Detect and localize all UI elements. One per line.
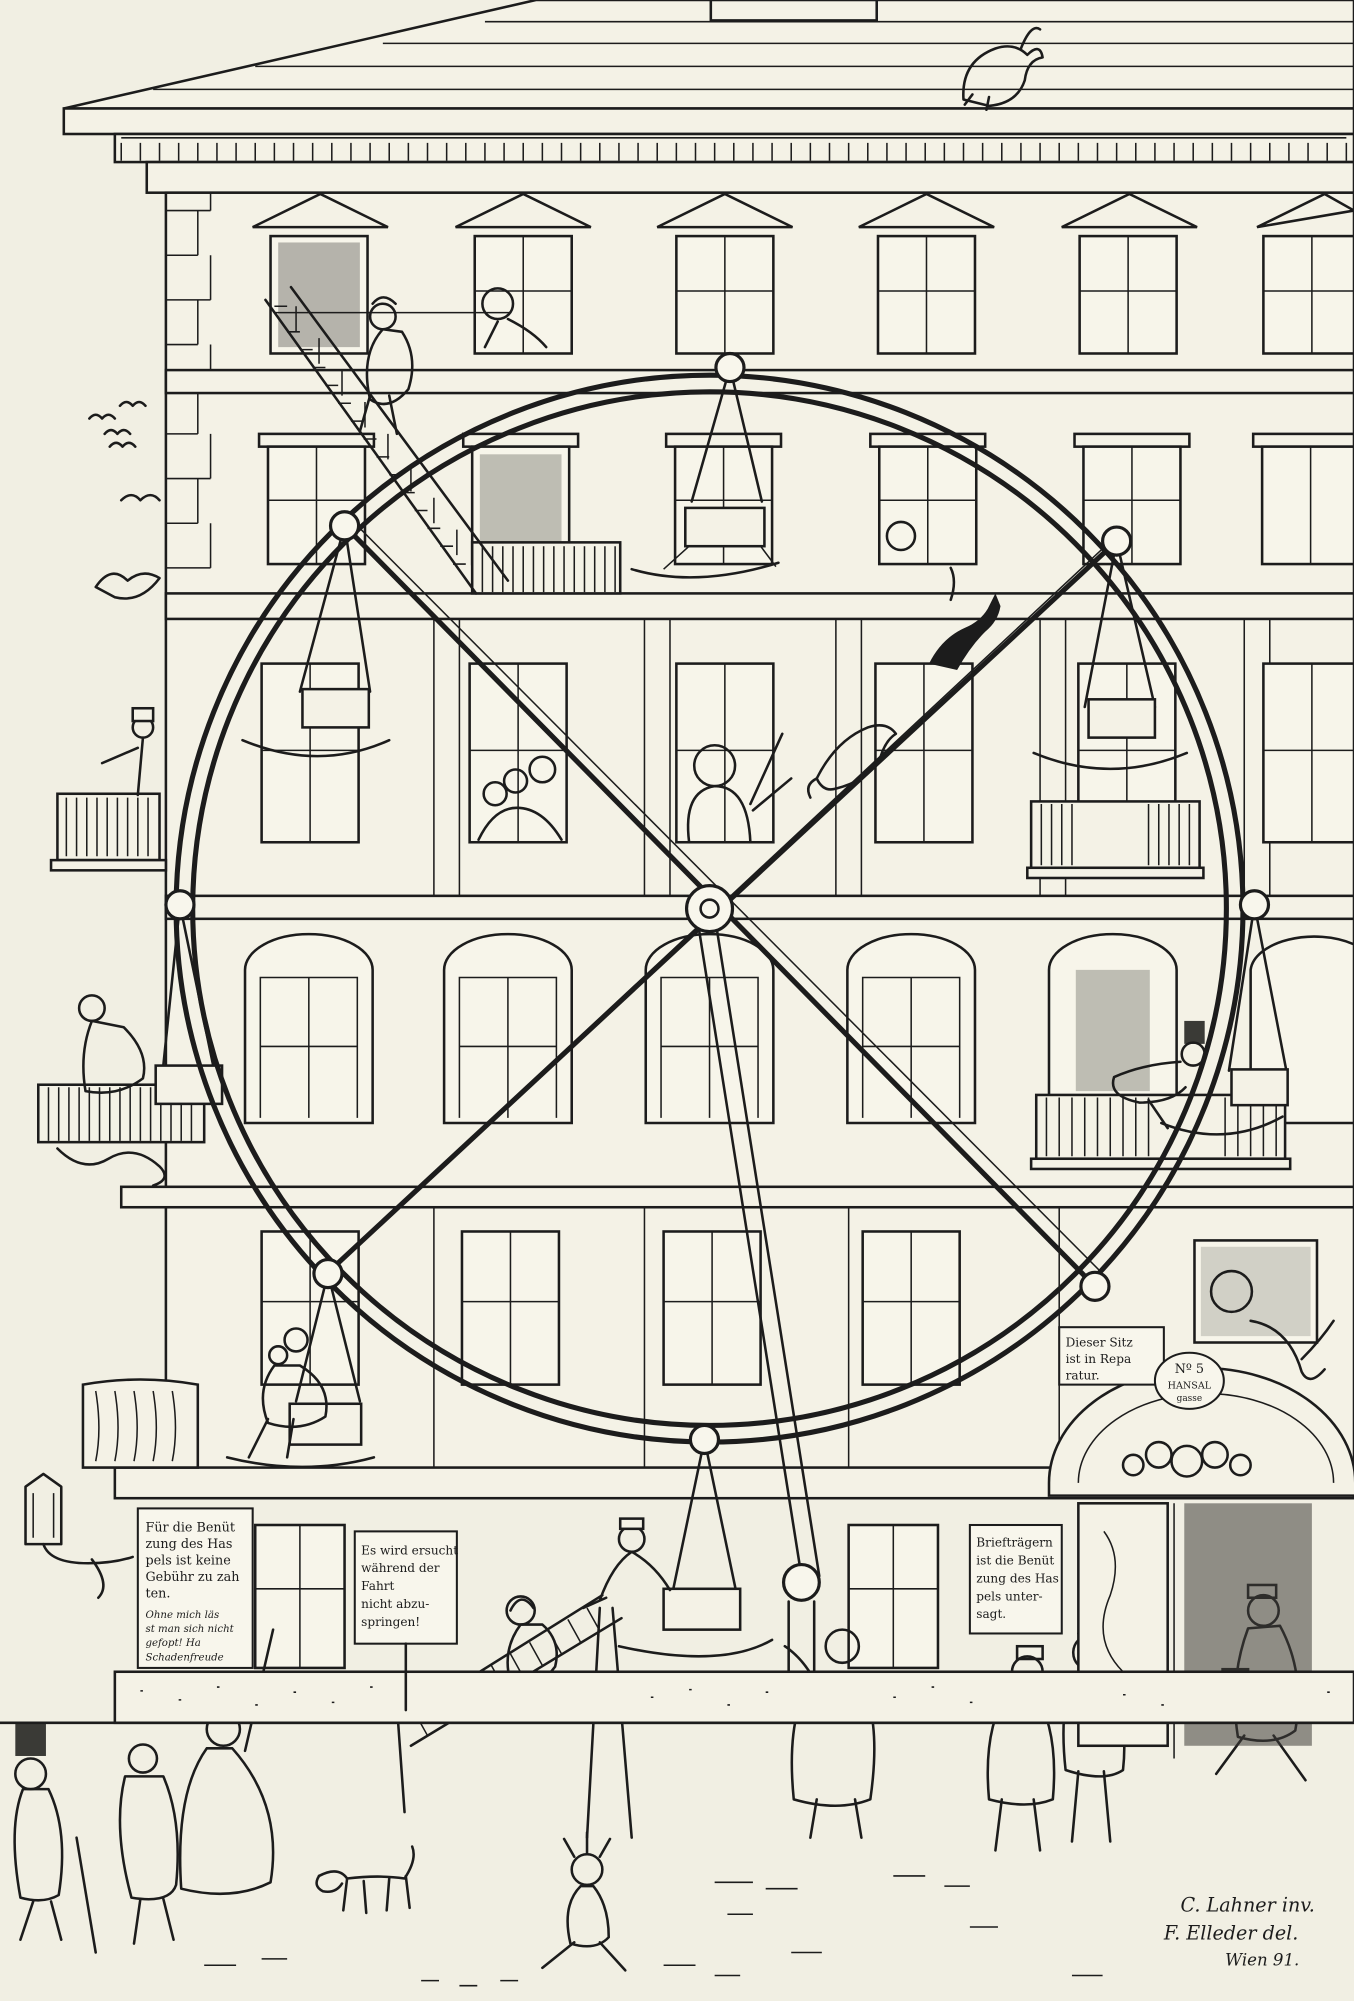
sign-fee-line-1: Für die Benüt bbox=[145, 1520, 235, 1535]
sign-seat-line-3: ratur. bbox=[1066, 1369, 1100, 1383]
balcony-left-upper bbox=[49, 792, 168, 872]
pointing-man bbox=[178, 1628, 275, 1896]
house-number: Nº 5 bbox=[1175, 1362, 1204, 1377]
sign-fee-scrawl-3: gefopt! Ha bbox=[145, 1638, 200, 1649]
sign-fee-scrawl-1: Ohne mich läs bbox=[145, 1610, 219, 1621]
window-r4-1 bbox=[243, 932, 374, 1125]
person-on-bottom-seat bbox=[581, 1517, 672, 1610]
cornice-dentils bbox=[120, 137, 1348, 161]
sign-do-not-jump: Es wird ersucht während der Fahrt nicht … bbox=[353, 1530, 458, 1712]
roof-cat bbox=[962, 26, 1044, 112]
signature-line-1: C. Lahner inv. bbox=[1180, 1894, 1314, 1917]
sign-postmen-line-1: Briefträgern bbox=[976, 1536, 1053, 1550]
signature-line-2: F. Elleder del. bbox=[1163, 1922, 1299, 1945]
postman-left bbox=[986, 1644, 1056, 1852]
dog bbox=[315, 1845, 415, 1915]
people-window-r3 bbox=[477, 755, 563, 841]
window-r4-5 bbox=[1047, 932, 1178, 1125]
sign-seat-line-2: ist in Repa bbox=[1066, 1352, 1132, 1366]
roof-cornice bbox=[62, 0, 1354, 194]
person-balcony-middle-left bbox=[77, 994, 146, 1094]
seat-bottom bbox=[617, 1438, 774, 1658]
signature-line-3: Wien 91. bbox=[1225, 1950, 1299, 1969]
sign-fee-line-5: ten. bbox=[145, 1587, 170, 1602]
person-window-r2 bbox=[885, 520, 917, 552]
sign-postmen: Briefträgern ist die Benüt zung des Has … bbox=[968, 1523, 1063, 1635]
balcony-right bbox=[1026, 800, 1205, 880]
sign-fee-line-3: pels ist keine bbox=[145, 1554, 230, 1569]
window-r4-2 bbox=[442, 932, 573, 1125]
person-balcony-upper-left bbox=[100, 706, 155, 797]
window-r4-4 bbox=[846, 932, 977, 1125]
sign-jump-line-5: springen! bbox=[361, 1615, 420, 1629]
sign-fee-scrawl-4: Schadenfreude bbox=[145, 1652, 223, 1663]
window-r1-4 bbox=[858, 192, 995, 355]
window-r2-6 bbox=[1251, 432, 1354, 566]
window-r3-6 bbox=[1262, 662, 1354, 844]
artist-signature: C. Lahner inv. F. Elleder del. Wien 91. bbox=[1163, 1894, 1315, 1970]
sign-postmen-line-5: sagt. bbox=[976, 1607, 1006, 1621]
window-r1-6 bbox=[1256, 192, 1354, 355]
embracing-men bbox=[118, 1743, 179, 1945]
windows-row-1 bbox=[252, 192, 1354, 355]
window-r5-4 bbox=[861, 1230, 961, 1386]
seat-upper-left bbox=[241, 524, 391, 758]
house-street: HANSAL bbox=[1168, 1380, 1212, 1391]
window-r3-3 bbox=[675, 662, 775, 844]
sign-jump-line-3: Fahrt bbox=[361, 1579, 394, 1593]
window-r2-4 bbox=[869, 432, 987, 566]
sign-seat-repair: Dieser Sitz ist in Repa ratur. bbox=[1058, 1326, 1165, 1386]
window-r5-2 bbox=[460, 1230, 561, 1386]
window-r5-3 bbox=[662, 1230, 762, 1386]
sign-postmen-line-2: ist die Benüt bbox=[976, 1554, 1054, 1568]
man-top-hat-left bbox=[13, 1722, 97, 1954]
sign-jump-line-1: Es wird ersucht bbox=[361, 1543, 458, 1557]
sign-fee: Für die Benüt zung des Has pels ist kein… bbox=[136, 1507, 254, 1669]
sign-fee-line-2: zung des Has bbox=[145, 1537, 232, 1552]
person-with-stick-window bbox=[686, 732, 793, 844]
sign-fee-scrawl-2: st man sich nicht bbox=[145, 1624, 234, 1635]
window-r1-1 bbox=[252, 192, 389, 355]
house-street-suffix: gasse bbox=[1177, 1394, 1202, 1404]
person-top-hat-right bbox=[1111, 1020, 1206, 1130]
sign-postmen-line-4: pels unter- bbox=[976, 1589, 1042, 1603]
cat-white bbox=[806, 724, 898, 799]
woman-with-child-seat bbox=[247, 1327, 328, 1459]
birds bbox=[88, 400, 161, 600]
sign-seat-line-1: Dieser Sitz bbox=[1066, 1335, 1133, 1349]
sign-fee-line-4: Gebühr zu zah bbox=[145, 1570, 239, 1585]
window-r1-3 bbox=[656, 192, 794, 355]
sign-postmen-line-3: zung des Has bbox=[976, 1571, 1059, 1585]
person-window-r1 bbox=[481, 287, 548, 349]
window-r1-2 bbox=[455, 192, 592, 355]
windows-ground bbox=[253, 1523, 940, 1670]
windows-row-5 bbox=[260, 1230, 1319, 1386]
sign-jump-line-2: während der bbox=[361, 1561, 440, 1575]
wheel-hub bbox=[684, 884, 735, 934]
crank-rope bbox=[698, 930, 821, 1680]
person-climbing-stairs bbox=[358, 296, 414, 436]
balcony-left-lower bbox=[81, 1378, 200, 1469]
sidewalk bbox=[0, 1670, 1354, 1725]
seat-upper-right bbox=[1032, 539, 1189, 771]
windows-row-4 bbox=[243, 932, 1354, 1125]
window-r1-5 bbox=[1061, 192, 1198, 355]
street-cobbles bbox=[204, 1875, 1103, 1987]
window-r5-5 bbox=[1193, 1239, 1319, 1344]
window-r3-2 bbox=[468, 662, 568, 844]
balcony-top bbox=[470, 541, 622, 595]
street-lamp bbox=[24, 1472, 134, 1600]
house-number-plate: Nº 5 HANSAL gasse bbox=[1153, 1351, 1225, 1410]
person-window-r5-pipe bbox=[1209, 1269, 1335, 1381]
giant-wheel bbox=[164, 351, 1271, 1456]
top-staircase bbox=[264, 285, 511, 595]
cat-black bbox=[929, 566, 1001, 670]
window-r2-5 bbox=[1073, 432, 1191, 566]
running-boy bbox=[541, 1831, 627, 1972]
sign-jump-line-4: nicht abzu- bbox=[361, 1597, 429, 1611]
